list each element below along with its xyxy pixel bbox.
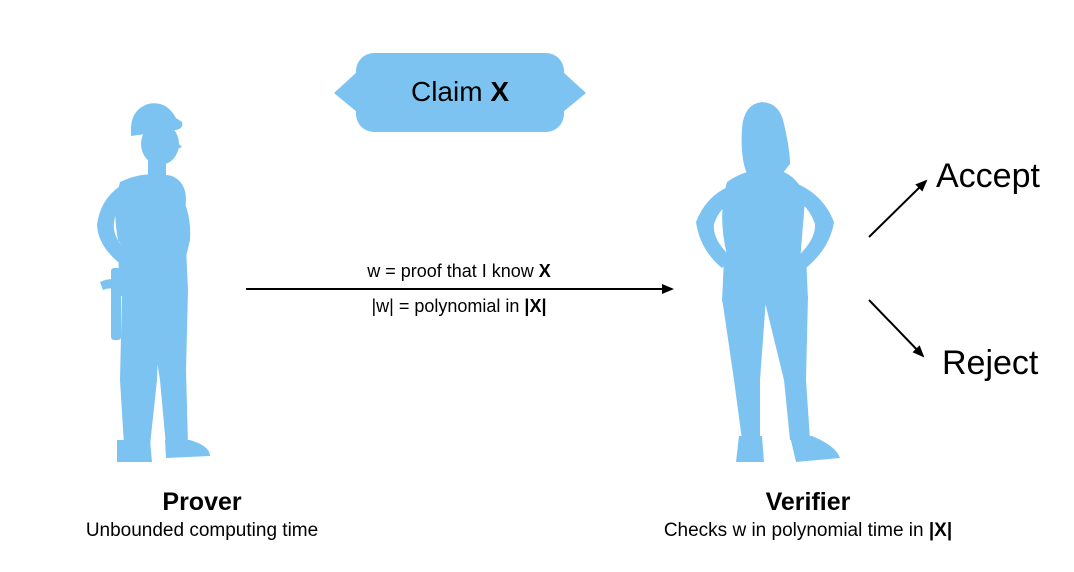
claim-label: Claim X	[357, 72, 563, 112]
claim-prefix: Claim	[410, 76, 483, 107]
verifier-description-symbol: |X|	[928, 520, 953, 541]
message-label-bottom: |w| = polynomial in |X|	[246, 294, 672, 318]
message-line2-symbol: |X|	[524, 296, 547, 316]
prover-description: Unbounded computing time	[85, 520, 319, 541]
prover-silhouette	[97, 103, 210, 462]
message-line2-prefix: |w| = polynomial in	[371, 296, 520, 316]
verifier-name: Verifier	[765, 488, 851, 516]
accept-arrow	[868, 179, 928, 238]
verifier-silhouette	[696, 102, 840, 462]
message-label-top: w = proof that I know X	[246, 259, 672, 283]
message-line1-prefix: w = proof that I know	[367, 261, 534, 281]
verifier-description: Checks w in polynomial time in |X|	[608, 518, 1008, 544]
accept-label: Accept	[936, 157, 1040, 195]
verifier-caption: Verifier Checks w in polynomial time in …	[608, 486, 1008, 544]
verifier-description-prefix: Checks w in polynomial time in	[663, 520, 924, 541]
prover-caption: Prover Unbounded computing time	[52, 486, 352, 544]
reject-label: Reject	[942, 344, 1039, 382]
reject-arrow	[868, 299, 925, 358]
message-line1-symbol: X	[538, 261, 551, 281]
claim-symbol: X	[490, 76, 510, 107]
prover-name: Prover	[162, 488, 242, 516]
claim-bubble	[334, 53, 586, 132]
